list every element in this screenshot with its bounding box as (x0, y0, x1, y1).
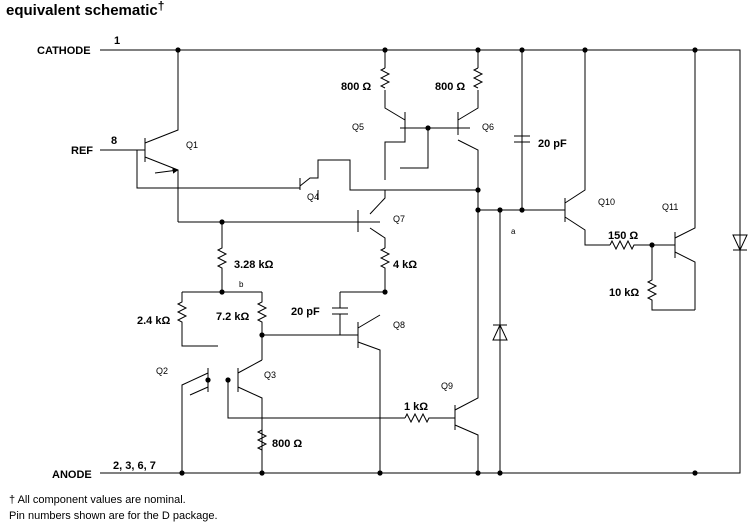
q10-label: Q10 (598, 197, 615, 207)
resistor-24 (176, 292, 218, 347)
cathode-label: CATHODE (37, 45, 91, 57)
resistor-328-value: 3.28 kΩ (234, 259, 274, 271)
capacitor-1 (514, 50, 530, 210)
q5-label: Q5 (352, 122, 364, 132)
resistor-6-value: 800 Ω (435, 81, 465, 93)
q7-label: Q7 (393, 214, 405, 224)
resistor-24-value: 2.4 kΩ (137, 315, 170, 327)
capacitor-2-value: 20 pF (291, 306, 320, 318)
q5-transistor (384, 50, 470, 180)
q9-transistor (454, 210, 479, 473)
resistor-4k (379, 247, 391, 292)
anode-label: ANODE (52, 469, 92, 481)
cathode-pin-number: 1 (114, 35, 120, 47)
ref-pin-number: 8 (111, 135, 117, 147)
anode-pin-numbers: 2, 3, 6, 7 (113, 460, 156, 472)
title-dagger: † (157, 0, 165, 13)
resistor-1k-value: 1 kΩ (404, 401, 428, 413)
q7-transistor (357, 190, 386, 248)
q2-transistor (181, 368, 209, 473)
resistor-328 (216, 222, 228, 292)
node-b-label: b (239, 280, 244, 289)
ref-label: REF (71, 145, 93, 157)
q4-label: Q4 (307, 192, 319, 202)
capacitor-1-value: 20 pF (538, 138, 567, 150)
resistor-150-value: 150 Ω (608, 230, 638, 242)
resistor-800b (256, 429, 268, 451)
capacitor-2 (332, 291, 385, 335)
footnotes: † All component values are nominal. Pin … (9, 492, 218, 524)
node-a-label: a (511, 227, 516, 236)
diode-2 (732, 234, 748, 252)
q2-label: Q2 (156, 366, 168, 376)
resistor-150 (609, 239, 675, 251)
resistor-800b-value: 800 Ω (272, 438, 302, 450)
q6-transistor (457, 50, 479, 210)
q11-transistor (674, 50, 696, 310)
resistor-4k-value: 4 kΩ (393, 259, 417, 271)
q8-transistor (262, 314, 381, 473)
q8-label: Q8 (393, 320, 405, 330)
junction-dots (175, 47, 698, 476)
footnote-dagger: † (9, 494, 16, 506)
resistor-5-value: 800 Ω (341, 81, 371, 93)
q6-label: Q6 (482, 122, 494, 132)
resistor-1k (404, 412, 455, 424)
footnote-1-text: All component values are nominal. (17, 494, 186, 506)
diode-1 (492, 323, 508, 341)
page-title: equivalent schematic† (6, 0, 165, 19)
resistor-72 (256, 292, 268, 360)
resistor-5 (379, 67, 391, 89)
footnote-1: † All component values are nominal. (9, 492, 218, 508)
q9-label: Q9 (441, 381, 453, 391)
resistor-10k (646, 245, 695, 311)
q11-label: Q11 (662, 202, 678, 212)
resistor-10k-value: 10 kΩ (609, 287, 639, 299)
q3-label: Q3 (264, 370, 276, 380)
resistor-6 (472, 67, 484, 89)
resistor-72-value: 7.2 kΩ (216, 311, 249, 323)
q1-label: Q1 (186, 140, 198, 150)
q10-transistor (564, 50, 610, 246)
title-text: equivalent schematic (6, 2, 158, 19)
q4-transistor (299, 159, 478, 200)
cathode-rail (100, 49, 741, 474)
q3-transistor (237, 359, 263, 473)
q1-transistor (144, 50, 380, 223)
footnote-2: Pin numbers shown are for the D package. (9, 510, 218, 522)
